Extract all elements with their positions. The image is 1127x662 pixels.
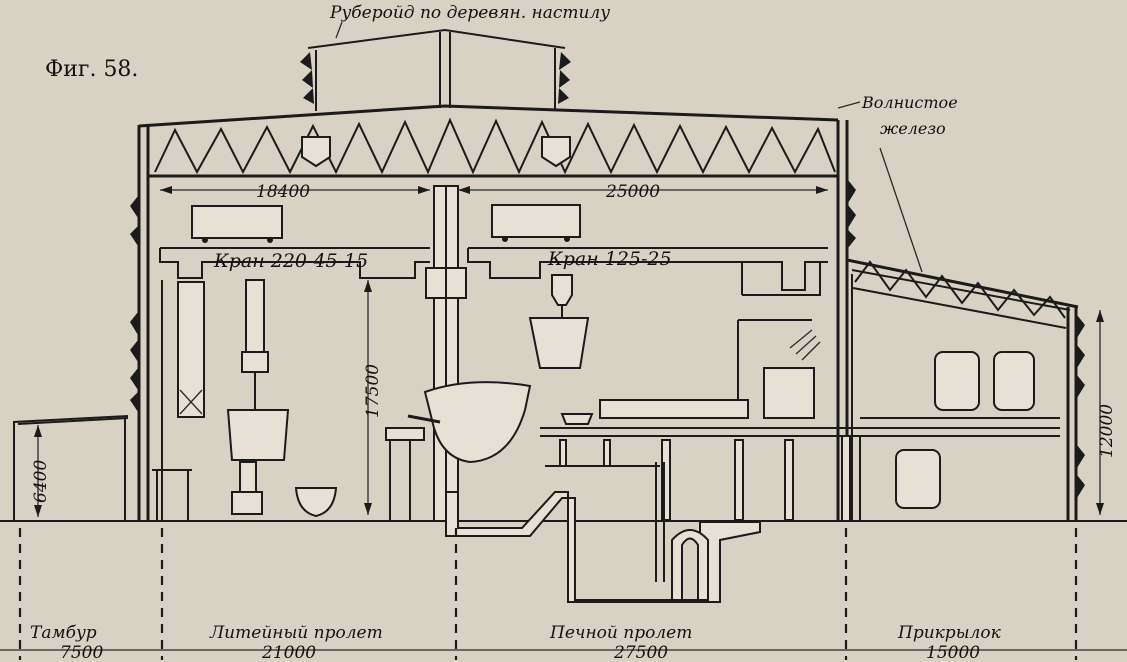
span-right-dimension: 25000 [605,182,660,202]
annex-wall-fins [848,180,1085,498]
main-walls [137,120,1078,521]
bay-name-casting: Литейный пролет [209,623,383,643]
bay-width-casting: 21000 [261,643,316,662]
bay-name-annex: Прикрылок [897,623,1002,643]
pit-foundations [445,462,761,603]
crane-left-label: Кран 220-45-15 [213,250,368,272]
furnace [385,381,532,521]
casting-bay-equipment [152,280,338,521]
main-roof-truss [138,104,839,178]
vestibule-height-dimension: 6400 [31,460,51,503]
bay-width-furnace: 27500 [613,643,668,662]
crane-bridges [191,204,581,243]
bay-dividers [18,528,1078,660]
bay-width-vestibule: 7500 [60,643,103,662]
corrugated-label-line1: Волнистое [861,93,958,112]
vestibule [13,196,138,522]
bay-name-vestibule: Тамбур [30,623,97,643]
roof-note-leader [335,21,343,39]
roof-note-label: Руберойд по деревян. настилу [329,3,610,23]
figure-label: Фиг. 58. [45,57,138,82]
crane-hooks [226,136,590,515]
annex-roof-truss [846,258,1079,521]
corrugated-leader-line-2 [837,101,861,109]
furnace-platform [540,319,1060,522]
annex-equipment [859,351,1060,521]
platform-posts [545,439,794,521]
crane-right-label: Кран 125-25 [547,248,672,270]
corrugated-label-line2: железо [880,119,946,138]
dimension-lines [0,186,1127,651]
bay-name-furnace: Печной пролет [549,623,692,643]
bay-width-annex: 15000 [926,643,980,662]
central-column [425,185,467,522]
corrugated-leader-line [879,147,923,273]
roof-lantern [300,28,571,111]
crane-height-dimension: 17500 [363,364,383,418]
span-left-dimension: 18400 [256,182,310,202]
annex-height-dimension: 12000 [1097,404,1117,458]
crane-girders [159,247,828,296]
